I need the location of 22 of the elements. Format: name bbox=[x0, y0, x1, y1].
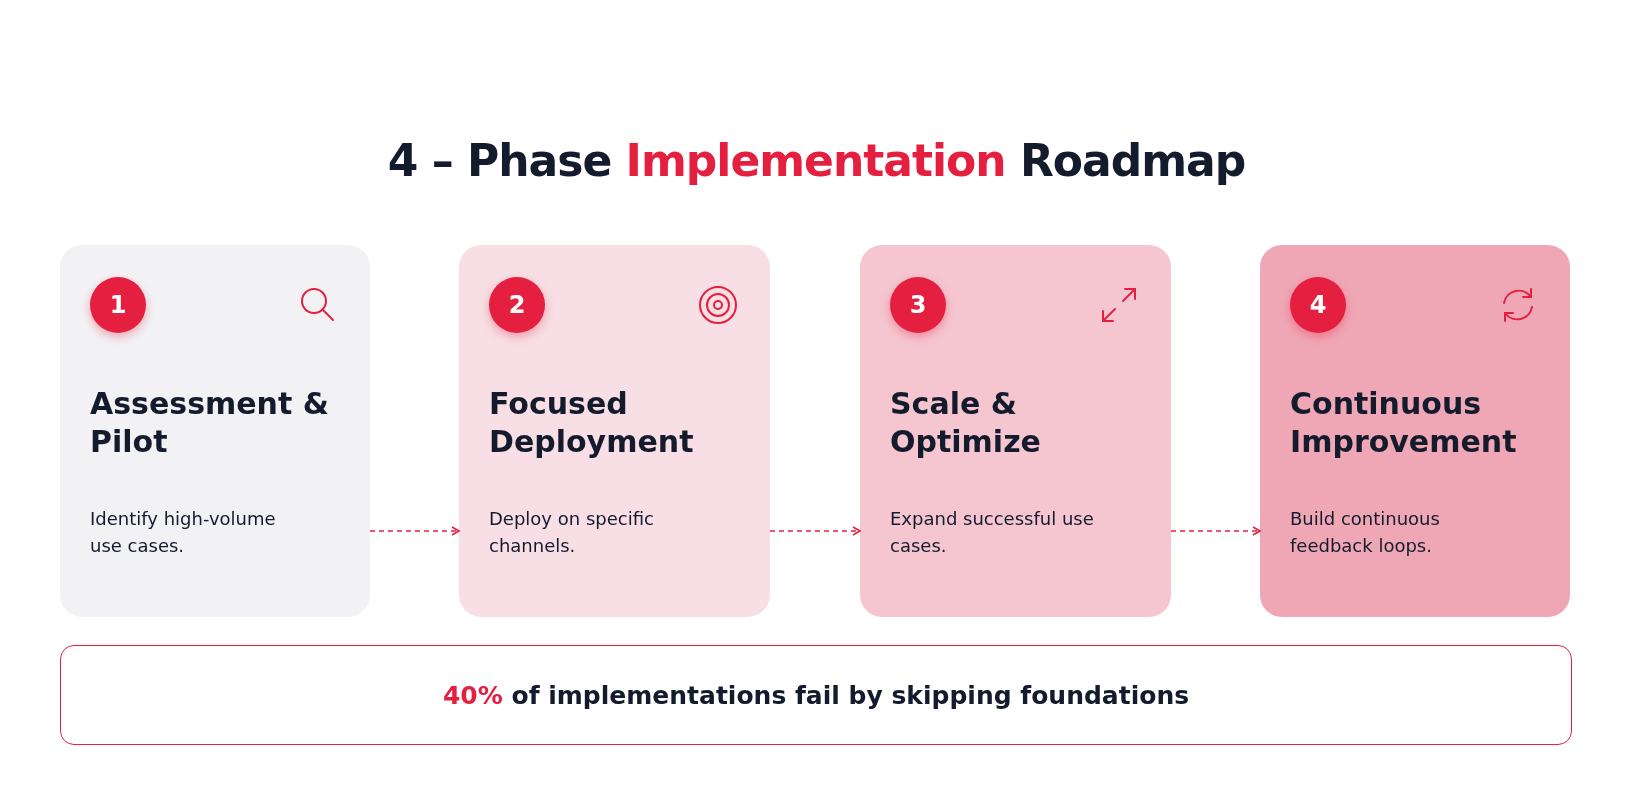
phase-card bbox=[1260, 245, 1570, 617]
step-number-badge: 3 bbox=[890, 277, 946, 333]
arrow bbox=[769, 526, 861, 536]
phase-card bbox=[60, 245, 370, 617]
phase-description: Deploy on specific channels. bbox=[489, 507, 655, 558]
phase-heading: Continuous Improvement bbox=[1290, 385, 1518, 461]
step-number-badge: 1 bbox=[90, 277, 146, 333]
phase-description: Expand successful use cases. bbox=[890, 507, 1095, 558]
callout-box bbox=[60, 645, 1572, 745]
title: 4 – Phase Implementation Roadmap bbox=[386, 135, 1247, 186]
arrow bbox=[1170, 526, 1261, 536]
phase-heading: Assessment & Pilot bbox=[90, 385, 330, 461]
callout-text: 40% of implementations fail by skipping foundations bbox=[442, 680, 1190, 710]
arrow bbox=[369, 526, 460, 536]
phase-card bbox=[860, 245, 1171, 617]
phase-description: Build continuous feedback loops. bbox=[1290, 507, 1441, 558]
phase-card bbox=[459, 245, 770, 617]
phase-heading: Scale & Optimize bbox=[890, 385, 1042, 461]
step-number-badge: 2 bbox=[489, 277, 545, 333]
phase-heading: Focused Deployment bbox=[489, 385, 695, 461]
phase-description: Identify high-volume use cases. bbox=[90, 507, 277, 558]
step-number-badge: 4 bbox=[1290, 277, 1346, 333]
